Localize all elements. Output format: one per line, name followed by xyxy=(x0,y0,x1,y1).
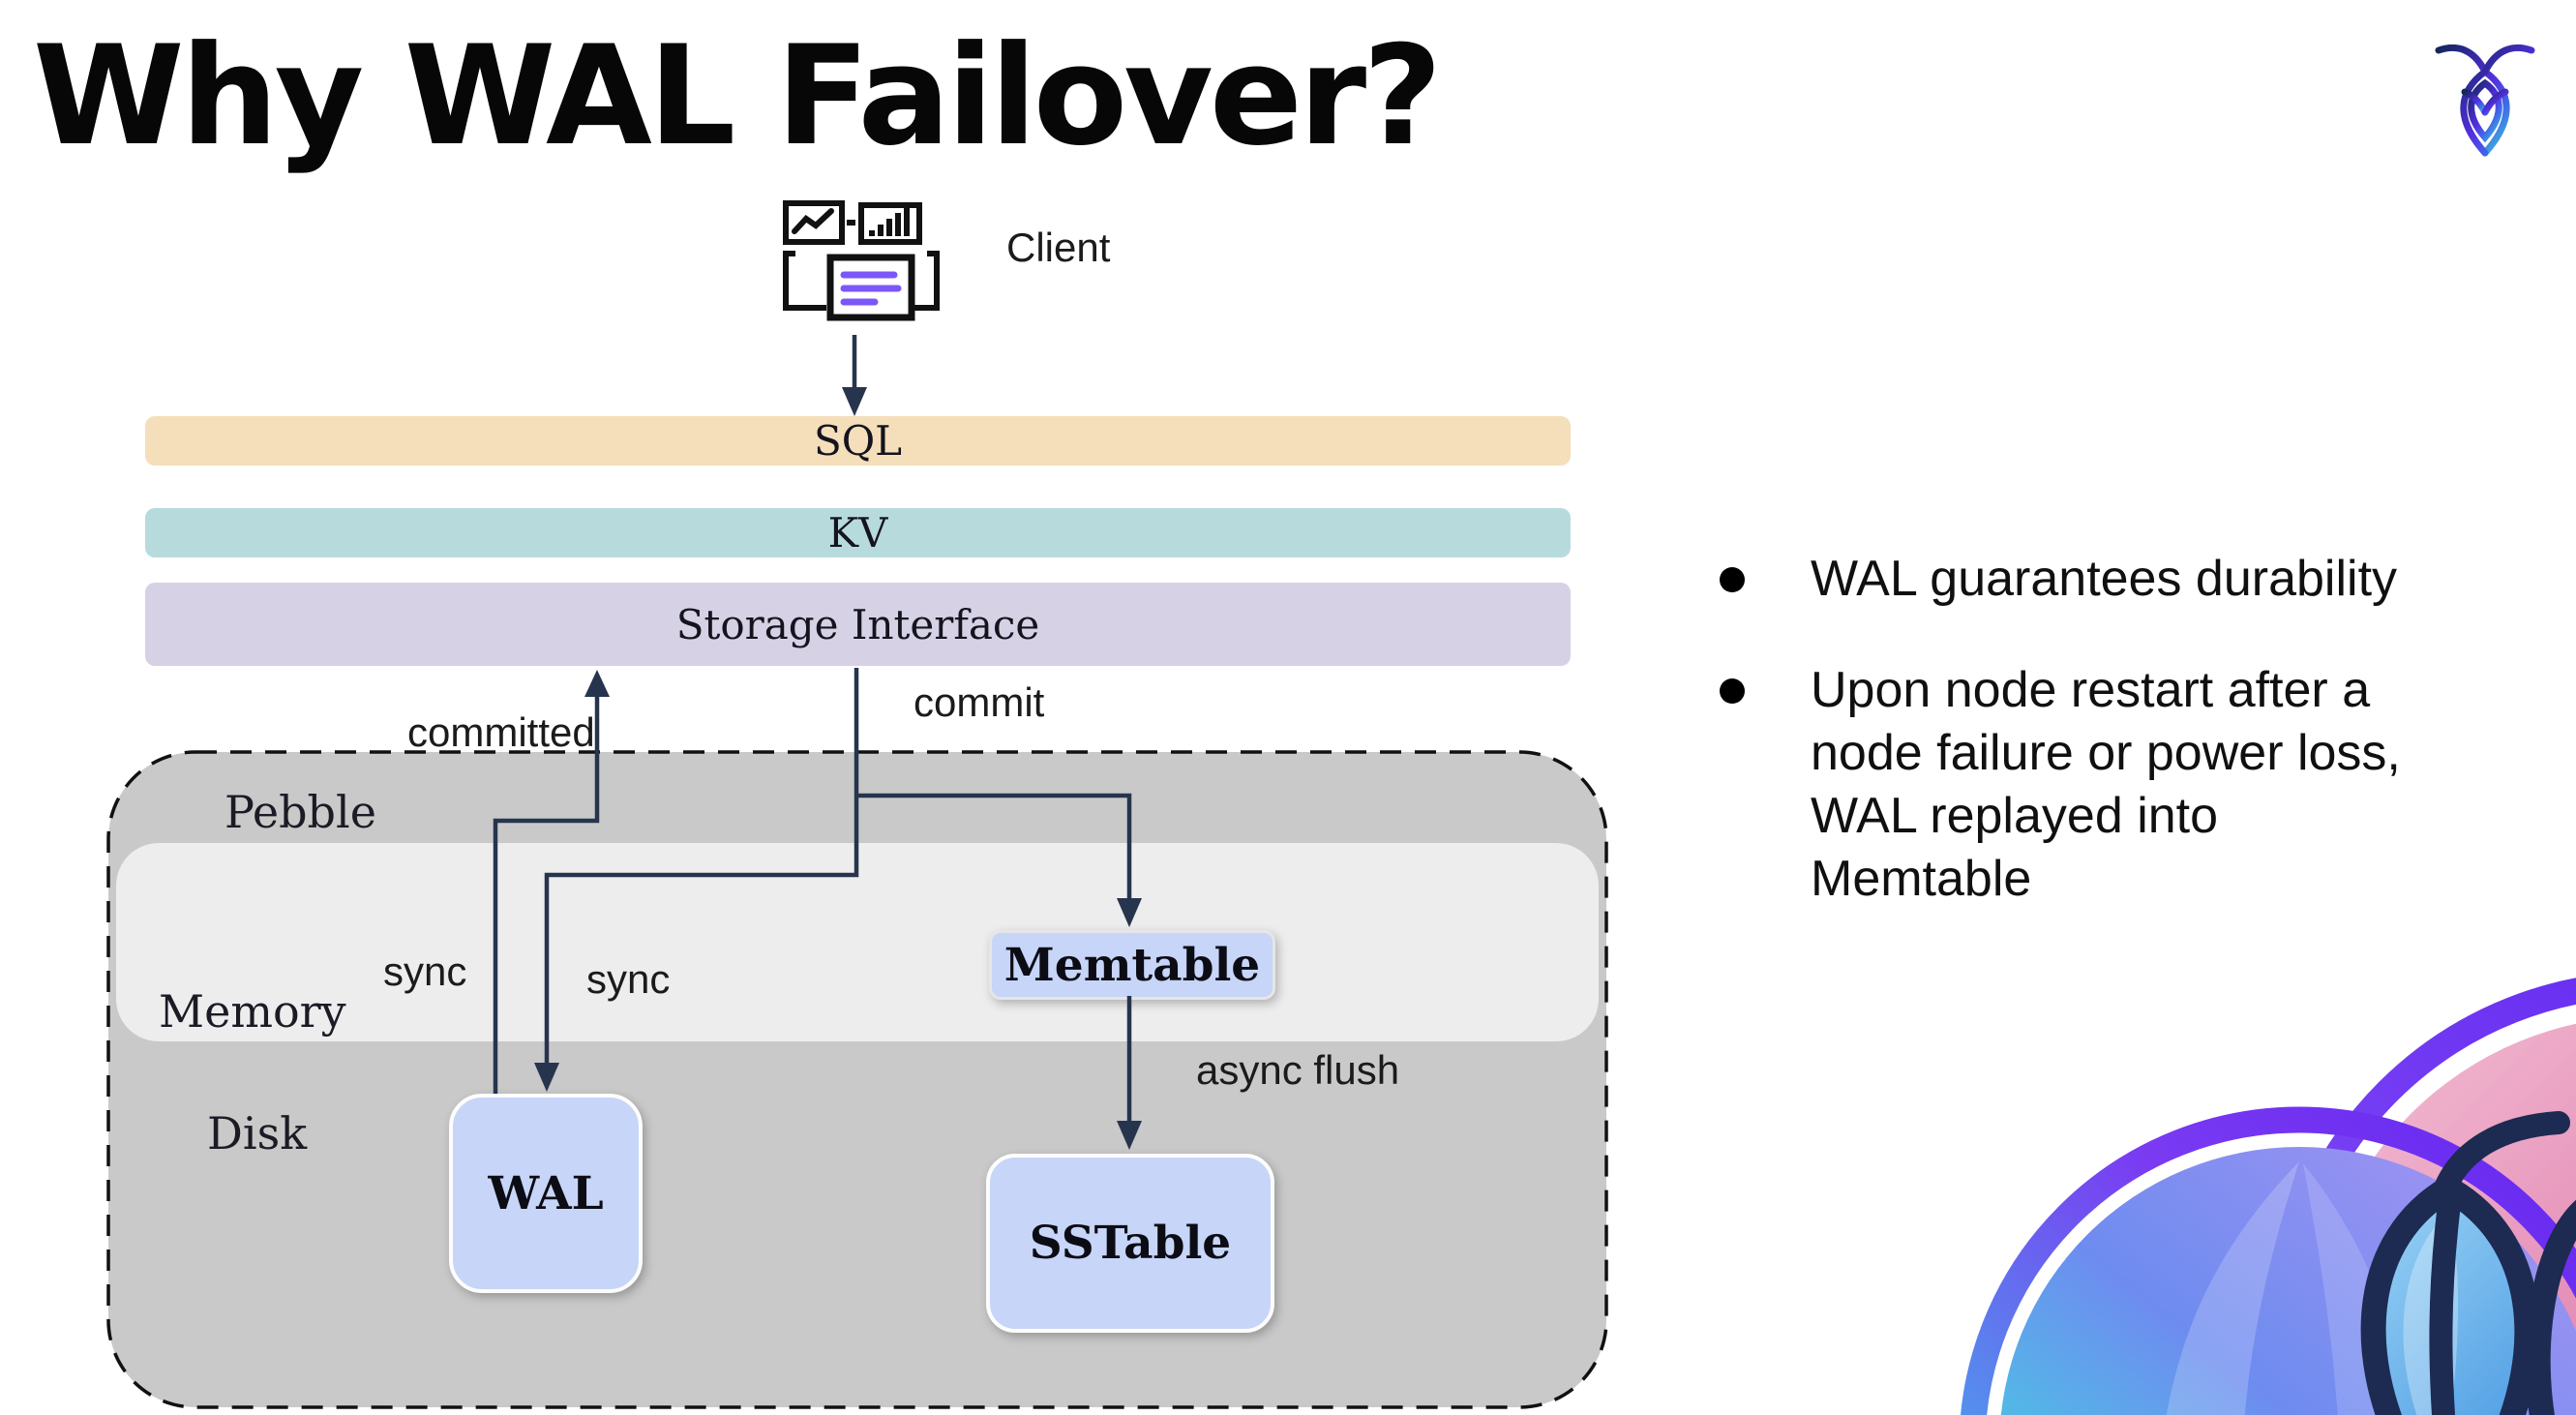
bullet-text: Upon node restart after a node failure o… xyxy=(1811,662,2401,907)
page-title: Why WAL Failover? xyxy=(33,16,1442,176)
client-label: Client xyxy=(1006,225,1111,270)
disk-label: Disk xyxy=(207,1107,308,1159)
bullet-dot-icon xyxy=(1720,567,1745,592)
client-terminal-icon xyxy=(783,200,940,321)
layer-label-sql: SQL xyxy=(813,417,903,465)
edge-label-commit: commit xyxy=(914,679,1045,725)
layer-bar-kv: KV xyxy=(145,508,1571,557)
cockroachdb-logo-icon xyxy=(2435,44,2535,157)
pebble-label: Pebble xyxy=(225,786,376,838)
bullet-dot-icon xyxy=(1720,678,1745,704)
memory-label: Memory xyxy=(159,985,346,1038)
edge-label-committed: committed xyxy=(407,709,595,755)
memtable-box: Memtable xyxy=(989,930,1275,1000)
edge-label-sync-left: sync xyxy=(383,948,467,994)
bullet-text: WAL guarantees durability xyxy=(1811,551,2398,607)
memtable-label: Memtable xyxy=(1003,938,1261,992)
layer-bar-sql: SQL xyxy=(145,416,1571,466)
list-item: Upon node restart after a node failure o… xyxy=(1720,659,2436,911)
wal-box: WAL xyxy=(449,1094,643,1293)
sstable-box: SSTable xyxy=(986,1154,1274,1333)
edge-label-async-flush: async flush xyxy=(1196,1047,1400,1093)
edge-label-sync-right: sync xyxy=(586,956,671,1002)
document-lines-glyph xyxy=(840,271,902,306)
layer-bar-storage-interface: Storage Interface xyxy=(145,583,1571,666)
wal-label: WAL xyxy=(488,1166,604,1220)
list-item: WAL guarantees durability xyxy=(1720,548,2436,611)
dash-glyph xyxy=(847,220,855,226)
layer-label-kv: KV xyxy=(827,509,888,557)
sstable-label: SSTable xyxy=(1029,1217,1232,1270)
layer-label-storage-interface: Storage Interface xyxy=(675,600,1040,648)
brand-corner-artwork xyxy=(1961,978,2576,1415)
bullet-list: WAL guarantees durability Upon node rest… xyxy=(1720,548,2436,959)
